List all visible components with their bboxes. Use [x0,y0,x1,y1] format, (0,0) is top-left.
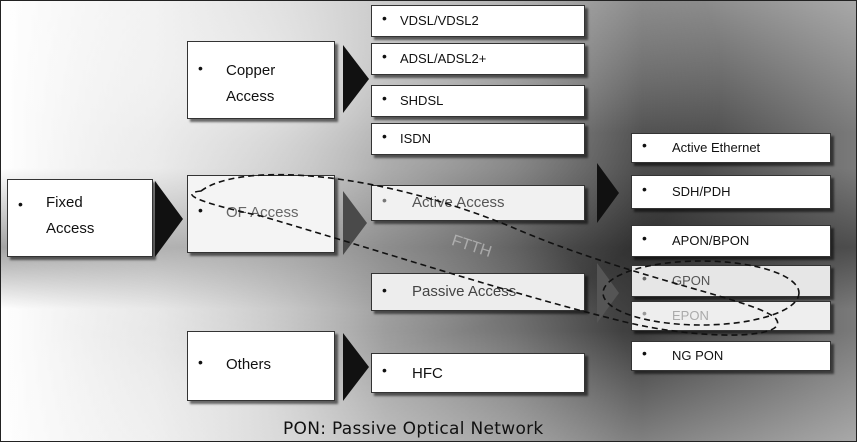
arrow-root-to-of [155,181,183,257]
bullet: • [642,305,647,321]
active-item-label: SDH/PDH [672,184,731,199]
passive-item-label: EPON [672,308,709,323]
bullet: • [198,60,203,76]
passive-item-label: NG PON [672,348,724,363]
apon-bpon-box: • APON/BPON [631,225,831,257]
bullet: • [382,128,387,144]
copper-item-1: • VDSL/VDSL2 [371,5,585,37]
sdh-pdh-box: • SDH/PDH [631,175,831,209]
active-item-label: Active Ethernet [672,140,761,155]
epon-box: • EPON [631,301,831,331]
copper-item-label: ISDN [400,131,432,146]
hfc-box: • HFC [371,353,585,393]
copper-item-2: • ADSL/ADSL2+ [371,43,585,75]
arrow-others [343,333,369,401]
arrow-copper [343,45,369,113]
passive-item-label: APON/BPON [672,233,750,248]
copper-access-label-line1: Copper [226,62,276,79]
of-access-label: OF Access [226,204,299,221]
copper-item-label: VDSL/VDSL2 [400,13,479,28]
dashed-ellipse-pon [602,260,800,326]
ng-pon-box: • NG PON [631,341,831,371]
arrow-active [597,163,619,223]
dashed-ellipse-ftth [191,173,779,336]
others-box: • Others [187,331,335,401]
passive-access-label: Passive Access [412,283,517,300]
bullet: • [18,196,23,212]
hfc-label: HFC [412,365,443,382]
bullet: • [382,282,387,298]
bullet: • [382,10,387,26]
bullet: • [382,362,387,378]
of-access-box: • OF Access [187,175,335,253]
bullet: • [382,48,387,64]
active-access-box: • Active Access [371,185,585,221]
passive-access-box: • Passive Access [371,273,585,311]
bullet: • [642,270,647,286]
bullet: • [382,192,387,208]
others-label: Others [226,356,272,373]
bullet: • [642,181,647,197]
fixed-access-label-line2: Access [46,220,95,237]
copper-item-label: ADSL/ADSL2+ [400,51,487,66]
bullet: • [198,354,203,370]
copper-item-4: • ISDN [371,123,585,155]
bullet: • [198,202,203,218]
copper-item-3: • SHDSL [371,85,585,117]
bullet: • [642,230,647,246]
ftth-faint-label: FTTH [450,232,494,261]
bullet: • [642,345,647,361]
active-access-label: Active Access [412,194,505,211]
copper-access-label-line2: Access [226,88,275,105]
caption: PON: Passive Optical Network [283,419,544,439]
copper-item-label: SHDSL [400,93,444,108]
fixed-access-label-line1: Fixed [46,194,83,211]
active-ethernet-box: • Active Ethernet [631,133,831,163]
passive-item-label: GPON [672,273,711,288]
fixed-access-box: • Fixed Access [7,179,153,257]
arrow-passive [597,263,619,323]
bullet: • [382,90,387,106]
copper-access-box: • Copper Access [187,41,335,119]
bullet: • [642,137,647,153]
